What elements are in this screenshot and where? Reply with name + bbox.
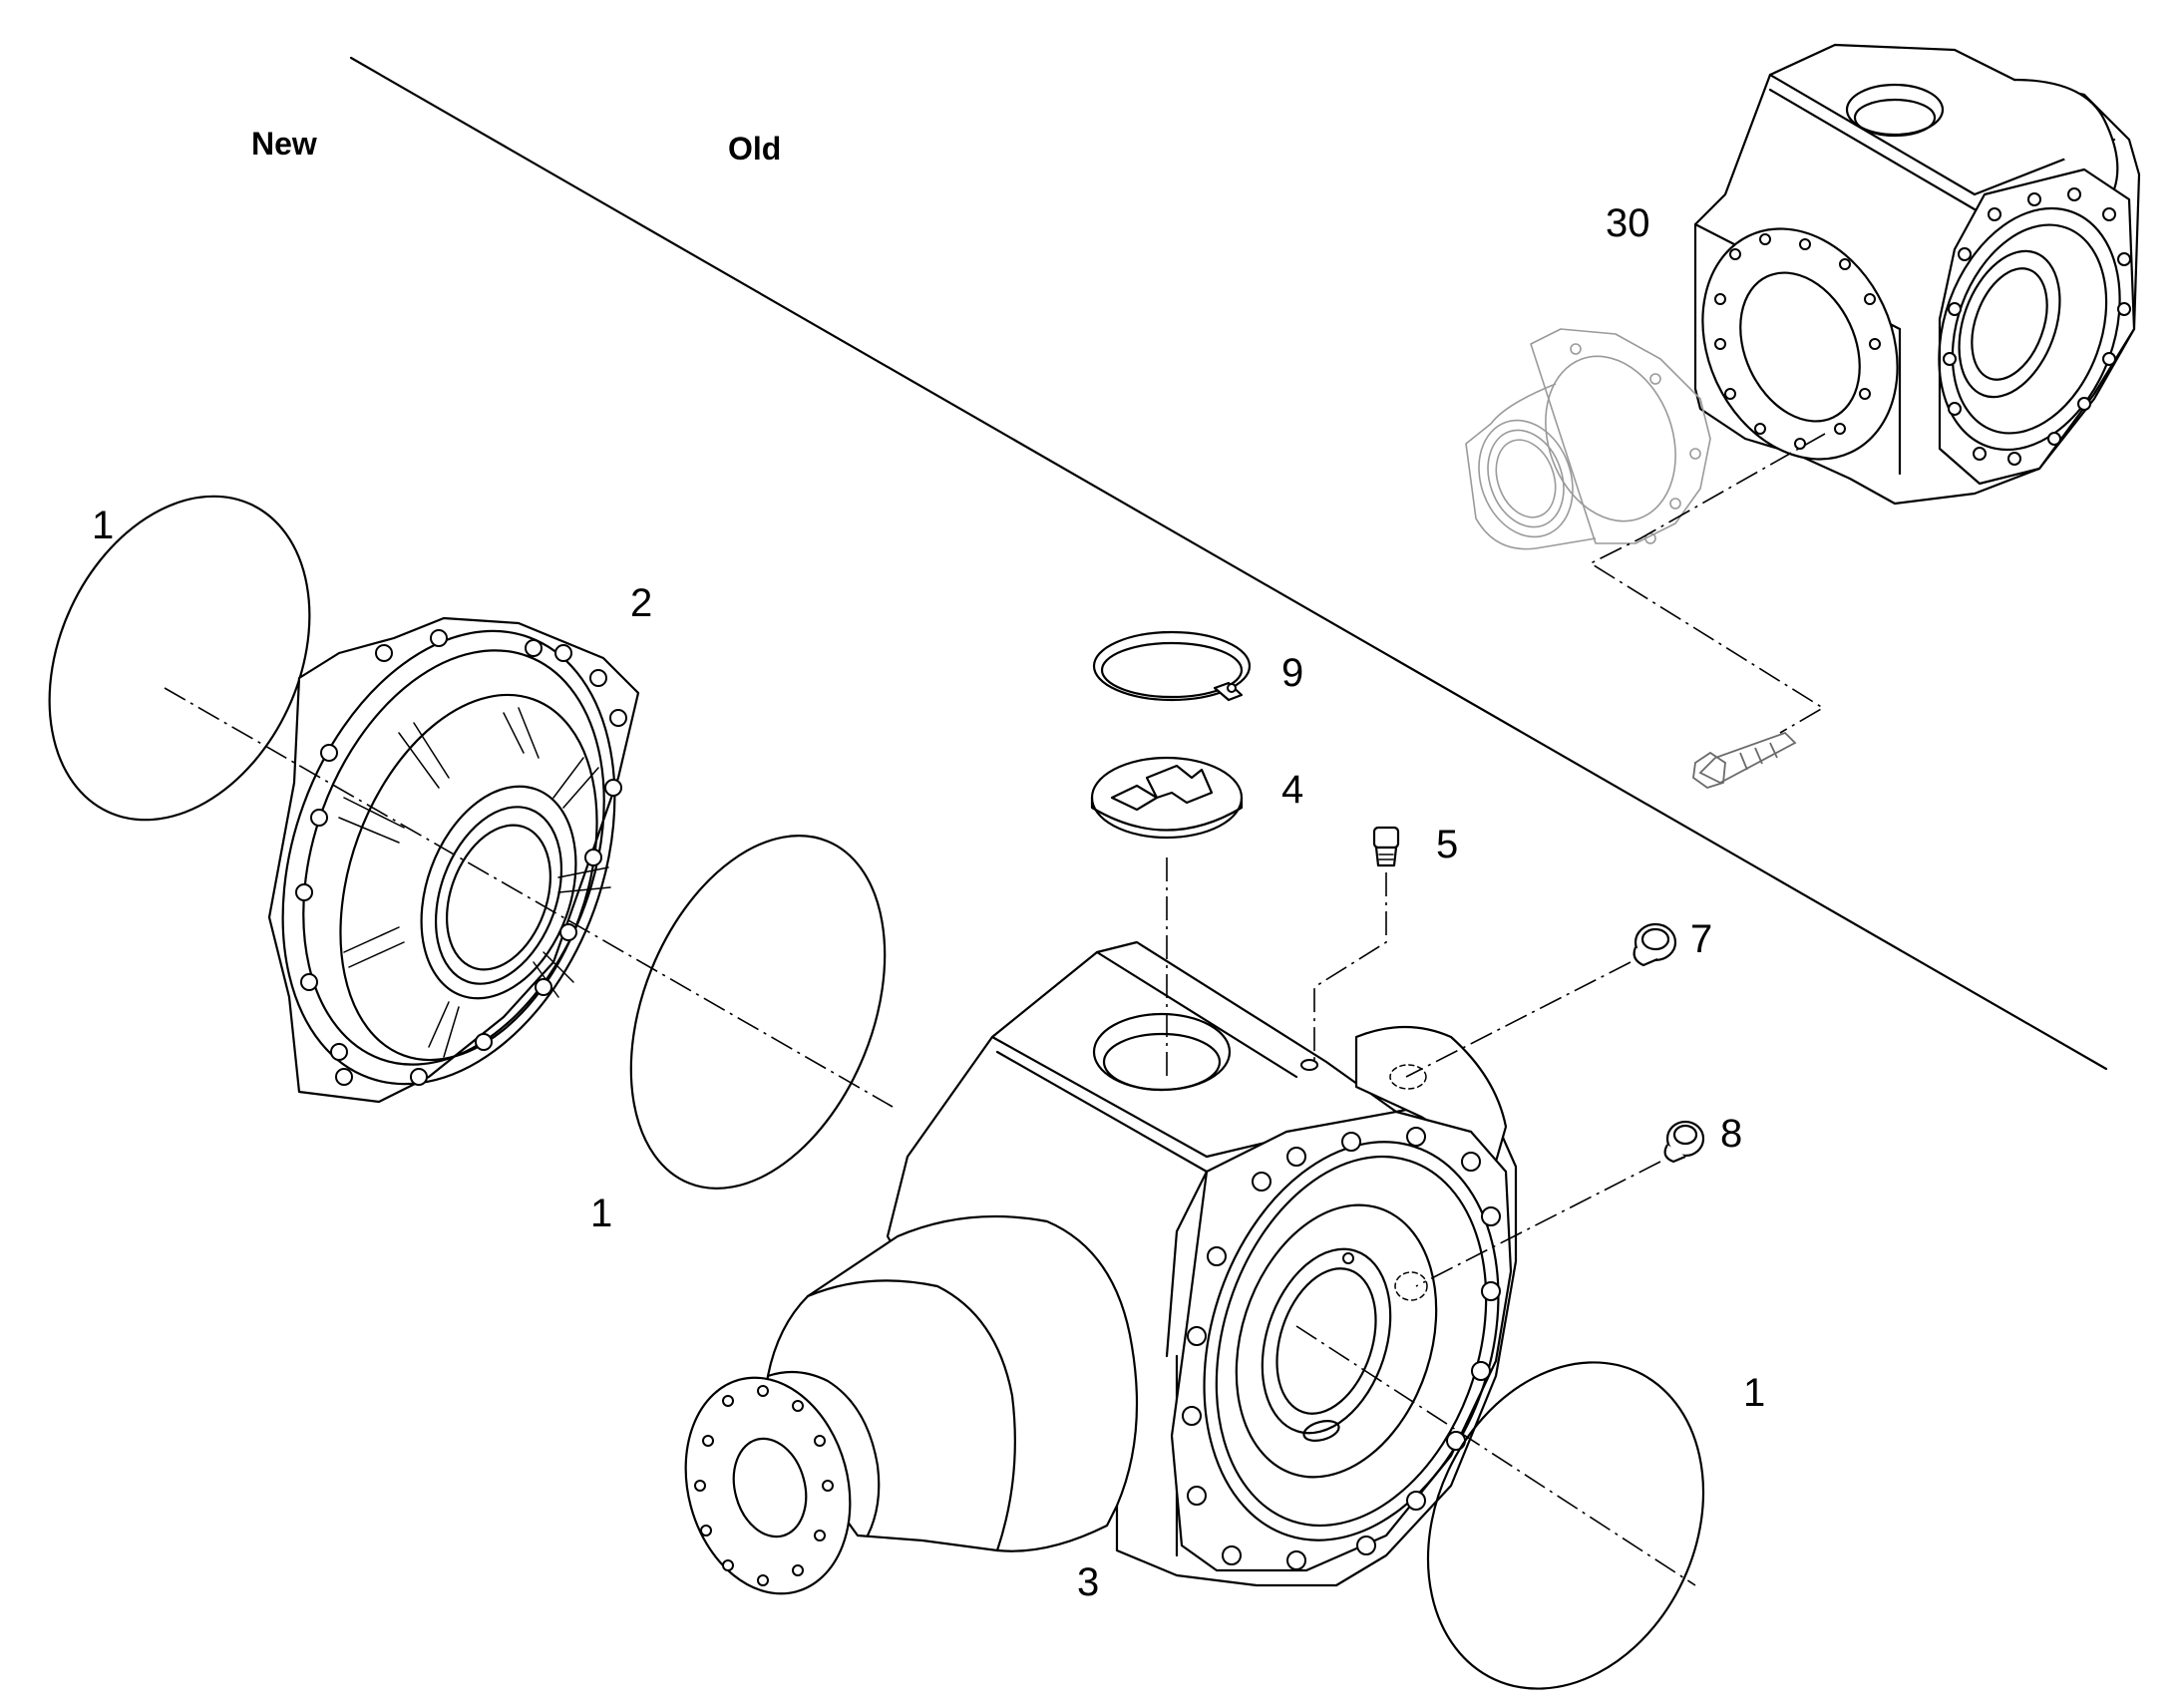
callout-2: 2: [630, 581, 652, 625]
main-housing: [684, 940, 1518, 1595]
main-flange-bolt-holes: [1182, 1127, 1501, 1570]
divider-line: [349, 56, 2108, 1071]
callout-1-right: 1: [1743, 1371, 1765, 1415]
plug-7: [1633, 922, 1677, 967]
callout-4: 4: [1281, 768, 1303, 812]
axis-line-plug-7: [1405, 961, 1632, 1078]
o-ring-middle: [629, 835, 887, 1190]
callout-3: 3: [1077, 1560, 1099, 1604]
callout-8: 8: [1720, 1112, 1742, 1156]
callout-1-middle: 1: [590, 1192, 612, 1235]
old-housing-assembly: [1693, 43, 2141, 506]
heading-new: New: [251, 126, 317, 162]
cover-plate: [267, 616, 640, 1104]
axis-line-right: [1295, 1325, 1696, 1586]
callout-5: 5: [1436, 823, 1458, 866]
old-bearing-carrier: [1465, 328, 1711, 550]
old-housing-bolt-holes: [1943, 187, 2131, 466]
callout-1-left: 1: [92, 504, 114, 547]
old-bolt: [1692, 731, 1797, 789]
axis-line-plug-8: [1415, 1161, 1661, 1287]
callout-9: 9: [1281, 651, 1303, 695]
old-housing-front-holes: [1714, 233, 1881, 450]
callout-7: 7: [1690, 917, 1712, 961]
output-flange-holes: [694, 1385, 834, 1586]
axis-line-left: [164, 687, 894, 1108]
callout-30: 30: [1606, 201, 1650, 245]
cover-bolt-holes: [295, 629, 627, 1086]
o-ring-left: [48, 495, 311, 822]
cap-plug: [1090, 756, 1244, 840]
plug-8: [1663, 1120, 1705, 1164]
breather-plug: [1372, 826, 1400, 867]
o-ring-right: [1426, 1361, 1705, 1690]
heading-old: Old: [728, 131, 781, 167]
snap-ring: [1092, 630, 1252, 702]
